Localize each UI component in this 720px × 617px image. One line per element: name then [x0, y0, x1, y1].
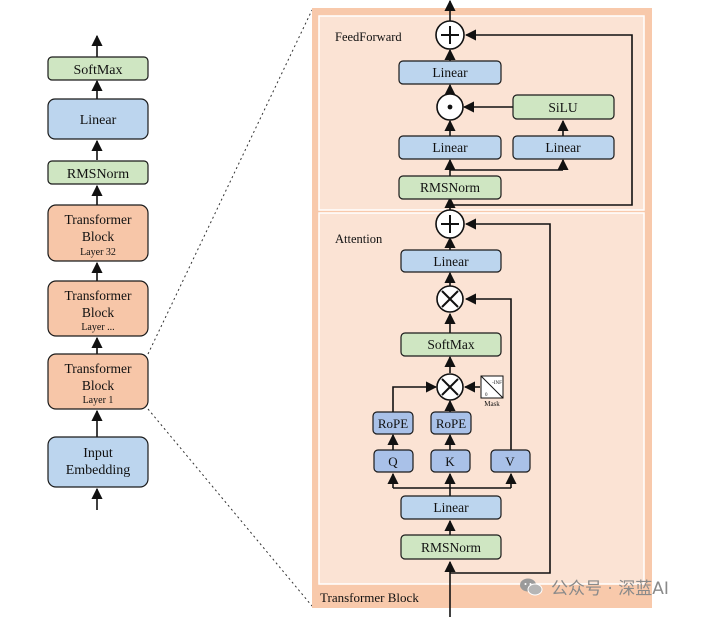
att-linear-out-label: Linear	[433, 254, 469, 269]
k-box	[430, 449, 471, 473]
left-rmsnorm-label: RMSNorm	[67, 167, 129, 182]
q-label: Q	[388, 454, 398, 469]
q-box	[373, 449, 414, 473]
att-rmsnorm-label: RMSNorm	[421, 540, 482, 555]
layer1-title-line1: Transformer	[65, 361, 132, 376]
mask-icon: -INF 0	[480, 375, 504, 399]
att-rmsnorm-box	[400, 534, 502, 560]
attention-residual-path	[450, 218, 551, 574]
layer32-title-line2: Block	[82, 229, 114, 244]
arrow-ropeq-to-matmul	[392, 381, 438, 412]
arrow-v-to-matmul2	[464, 293, 512, 450]
k-label: K	[445, 454, 455, 469]
att-linear-out-box	[400, 249, 502, 273]
zoom-line-bottom	[147, 408, 313, 607]
rope-q-label: RoPE	[378, 416, 408, 431]
layer32-title-line1: Transformer	[65, 212, 132, 227]
ff-linear-top-box	[398, 60, 502, 85]
ff-linear-right-box	[512, 135, 615, 160]
ff-linear-left-box	[398, 135, 502, 160]
attention-title: Attention	[335, 232, 383, 246]
left-rmsnorm-box	[47, 160, 149, 185]
ff-rmsnorm-box	[398, 175, 502, 200]
rope-k-box	[430, 411, 472, 435]
left-block-layer1	[47, 353, 149, 410]
mask-zero: 0	[485, 393, 488, 398]
v-box	[490, 449, 531, 473]
left-softmax-label: SoftMax	[74, 63, 123, 78]
elementwise-dot	[447, 104, 453, 110]
layermid-number: Layer ...	[81, 322, 114, 333]
layermid-title-line1: Transformer	[65, 288, 132, 303]
watermark-text: 公众号 · 深蓝AI	[551, 579, 669, 599]
att-linear-in-box	[400, 495, 502, 520]
left-block-layer-mid	[47, 280, 149, 337]
att-softmax-box	[400, 332, 502, 357]
ff-linear-left-label: Linear	[432, 140, 468, 155]
embedding-label-line2: Embedding	[66, 463, 131, 478]
mask-label: Mask	[484, 400, 500, 408]
layer1-number: Layer 1	[83, 395, 114, 406]
left-block-layer32	[47, 204, 149, 262]
feedforward-residual-path	[450, 29, 633, 206]
ff-rmsnorm-label: RMSNorm	[420, 180, 481, 195]
ff-linear-top-label: Linear	[432, 65, 468, 80]
att-matmul1-cross-b	[441, 378, 459, 396]
left-softmax-box	[47, 56, 149, 81]
mask-inf-label: -INF	[492, 381, 502, 386]
zoom-line-top	[147, 9, 313, 355]
left-stack: SoftMax Linear RMSNorm Transformer Block…	[47, 34, 149, 510]
left-linear-box	[47, 98, 149, 140]
wechat-icon	[520, 578, 543, 595]
feedforward-title: FeedForward	[335, 30, 402, 44]
left-linear-label: Linear	[80, 113, 117, 128]
layer1-title-line2: Block	[82, 378, 114, 393]
rope-q-box	[372, 411, 414, 435]
att-matmul2-cross-b	[441, 290, 459, 308]
left-input-embedding-box	[47, 436, 149, 488]
transformer-block-detail: Transformer Block FeedForward Attention	[312, 0, 652, 617]
rope-k-label: RoPE	[436, 416, 466, 431]
att-linear-in-label: Linear	[433, 500, 469, 515]
layermid-title-line2: Block	[82, 305, 114, 320]
ff-silu-box	[512, 94, 615, 120]
layer32-number: Layer 32	[80, 247, 116, 258]
att-softmax-label: SoftMax	[427, 337, 475, 352]
ff-silu-label: SiLU	[548, 100, 578, 115]
embedding-label-line1: Input	[83, 446, 113, 461]
ff-linear-right-label: Linear	[545, 140, 581, 155]
transformer-block-label: Transformer Block	[320, 590, 419, 605]
watermark: 公众号 · 深蓝AI	[519, 574, 669, 599]
v-label: V	[505, 454, 515, 469]
